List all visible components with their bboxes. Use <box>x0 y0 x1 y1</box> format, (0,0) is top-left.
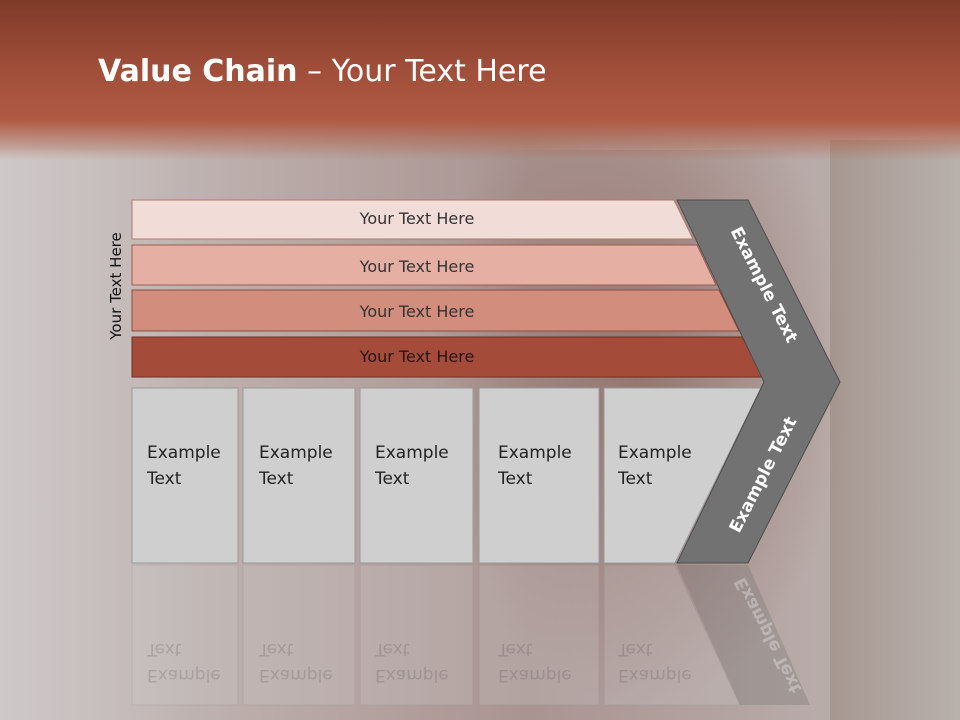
bar-1 <box>131 199 694 240</box>
background-shelves <box>830 140 960 720</box>
bar-3-label: Your Text Here <box>359 302 475 321</box>
column-reflections <box>131 564 741 706</box>
bar-2 <box>131 244 717 286</box>
column-box-1 <box>131 387 239 564</box>
bar-3 <box>131 289 740 332</box>
column-box-4 <box>478 387 600 564</box>
title-bold: Value Chain <box>98 54 298 89</box>
bar-1-label: Your Text Here <box>359 209 475 228</box>
title-rest: – Your Text Here <box>297 54 547 89</box>
column-box-5 <box>603 387 762 564</box>
bar-2-label: Your Text Here <box>359 257 475 276</box>
chevron-arrow <box>676 199 841 564</box>
chevron-reflection <box>677 565 810 705</box>
column-box-3 <box>359 387 474 564</box>
header-band <box>0 0 960 160</box>
column-box-2 <box>242 387 356 564</box>
bar-4-label: Your Text Here <box>359 347 475 366</box>
slide-title: Value Chain – Your Text Here <box>98 54 547 89</box>
